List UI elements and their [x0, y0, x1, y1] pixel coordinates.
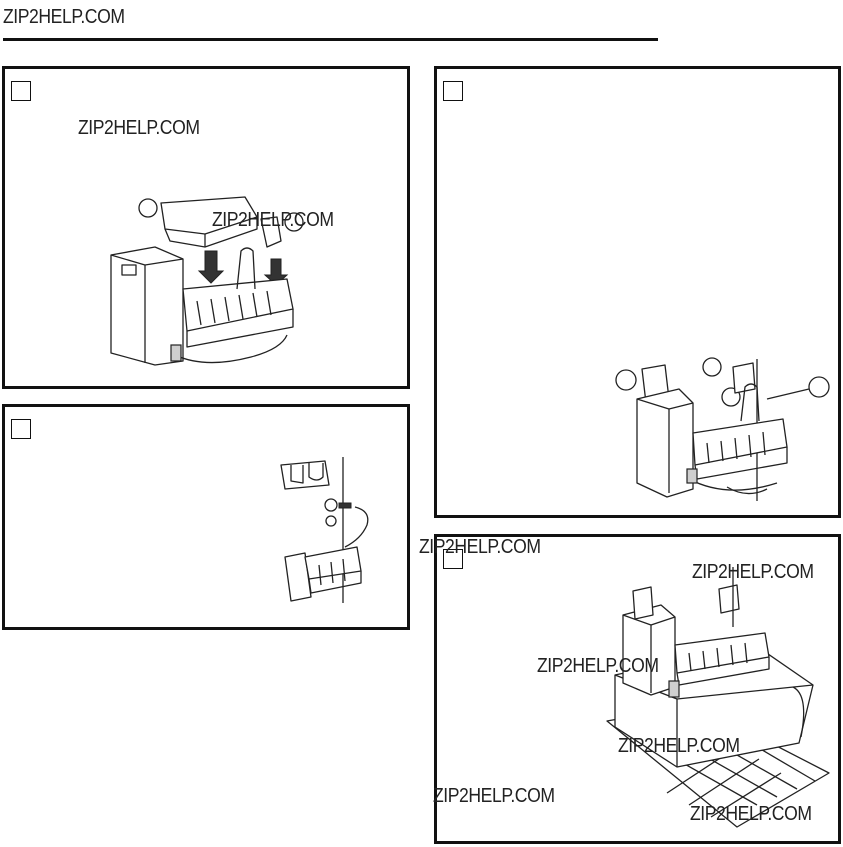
step-checkbox-1 [11, 81, 31, 101]
panel4-bottom-watermark: ZIP2HELP.COM [690, 803, 812, 825]
icemaker-with-bin-icon [606, 567, 830, 828]
between-panels-watermark: ZIP2HELP.COM [419, 536, 541, 558]
header-rule [3, 38, 658, 41]
panel-step-4: ZIP2HELP.COM ZIP2HELP.COM ZIP2HELP.COM Z… [433, 534, 841, 844]
panel4-left-watermark: ZIP2HELP.COM [433, 785, 555, 807]
step-checkbox-3 [443, 81, 463, 101]
header-watermark: ZIP2HELP.COM [3, 6, 125, 28]
step-checkbox-4 [443, 549, 463, 569]
panel4-top-watermark: ZIP2HELP.COM [692, 561, 814, 583]
panel-step-1: ZIP2HELP.COM ZI [2, 66, 410, 389]
panel4-mid-watermark: ZIP2HELP.COM [537, 655, 659, 677]
icemaker-installation-icon [615, 357, 830, 501]
panel4-lower-watermark: ZIP2HELP.COM [618, 735, 740, 757]
panel1-watermark: ZIP2HELP.COM [78, 117, 200, 139]
step-checkbox-2 [11, 419, 31, 439]
icemaker-assembly-with-cover-icon [110, 196, 304, 366]
panel-step-3 [434, 66, 841, 518]
icemaker-mounting-bracket-icon [280, 457, 369, 603]
panel-step-2 [2, 404, 410, 630]
panel1-figure-watermark: ZIP2HELP.COM [212, 209, 334, 231]
